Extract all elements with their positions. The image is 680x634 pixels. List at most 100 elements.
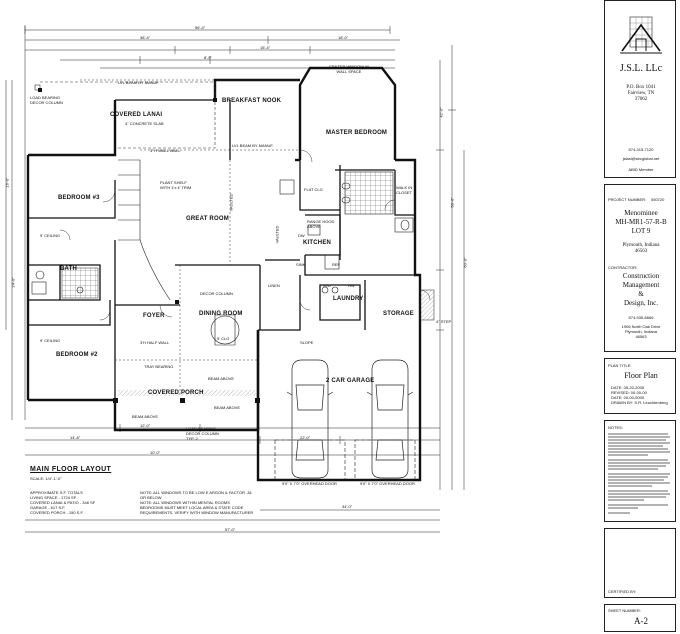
dim-2: 38'-4" (140, 35, 151, 40)
master-bath-tile (344, 171, 394, 215)
label-step: 4" STEP (436, 319, 452, 324)
contractor-name-2: & (638, 290, 644, 298)
dim-3: 18'-0" (338, 35, 349, 40)
label-beam-above-1: BEAM ABOVE (214, 405, 241, 410)
lanai-outline (34, 81, 216, 149)
notes-text-block (608, 433, 670, 514)
label-plant-shelf: PLANT SHELF WITH 1'x 4' TRIM (160, 180, 192, 190)
project-number: 050720 (651, 197, 665, 202)
general-note-0: NOTE: ALL WINDOWS TO BE LOW E ARGON & FA… (140, 490, 252, 495)
sheet-number-label: SHEET NUMBER: (608, 608, 641, 613)
room-great-room: GREAT ROOM (186, 216, 229, 222)
project-location-1: 46563 (634, 249, 648, 254)
bath-tile (61, 267, 99, 299)
contractor-name-0: Construction (622, 272, 660, 280)
dim-14: 24'-0" (10, 277, 16, 288)
room-bedroom-2: BEDROOM #2 (56, 352, 98, 358)
project-name: Menominee MH-MR1-57-R-B LOT 9 (605, 209, 677, 236)
contractor-name-1: Management (622, 281, 660, 289)
stair-rail (118, 159, 171, 301)
room-bedroom-3: BEDROOM #3 (58, 195, 100, 201)
company-address: P.O. Box 1041 Fairview, TN 37062 (605, 85, 677, 103)
area-note-0: APPROXIMATE S.F. TOTALS (30, 490, 83, 495)
room-foyer: FOYER (143, 313, 165, 319)
label-wd: W/D (323, 283, 331, 288)
plan-date-0: DATE: 05-20-2005 (611, 385, 645, 390)
dim-10: 14'-8" (70, 435, 81, 440)
storage-hatch (419, 289, 435, 321)
project-location: Plymouth, Indiana 46563 (605, 243, 677, 255)
general-note-1: OR BELOW (140, 495, 162, 500)
dim-9: 12'-0" (140, 423, 151, 428)
label-flat-clg: FLAT CLG (304, 187, 323, 192)
porch-hatch (118, 390, 256, 396)
area-note-1: LIVING SPACE - 1724 SF (30, 495, 77, 500)
contractor-name-3: Design, Inc. (623, 299, 659, 307)
project-name-2: LOT 9 (631, 227, 651, 235)
contractor-label: CONTRACTOR: (608, 265, 638, 270)
plan-title-value: Floor Plan (624, 371, 658, 380)
label-vaulted-1: VAULTED (228, 193, 234, 212)
plan-title-label: PLAN TITLE: (608, 363, 632, 368)
plan-date-1: REVISED: 00-00-00 (611, 390, 647, 395)
fixtures (31, 179, 414, 346)
company-member: ABID Member (628, 167, 654, 172)
label-decor-col: DECOR COLUMN (200, 291, 233, 296)
plan-date-2: DATE: 00-00-0000 (611, 395, 645, 400)
dim-11: 22'-0" (300, 435, 311, 440)
car-right-icon (366, 359, 414, 479)
company-phone: 574-315-7120 (628, 147, 654, 152)
dim-8: 34'-0" (342, 504, 353, 509)
project-number-label: PROJECT NUMBER: (608, 197, 647, 202)
company-email: jslasl@sbcglobal.net (622, 156, 660, 161)
room-breakfast-nook: BREAKFAST NOOK (222, 98, 282, 104)
beam-lines (80, 79, 300, 395)
contractor-address-2: 46563 (635, 334, 647, 339)
company-logo-icon (620, 16, 662, 54)
company-address-1: Fairview, TN (627, 91, 655, 96)
contractor-phone: 574-935-6666 (628, 315, 654, 320)
room-master-bedroom: MASTER BEDROOM (326, 130, 388, 136)
label-range-hood: RANGE HOOD ABOVE (307, 219, 335, 229)
dim-12: 57'-0" (225, 527, 236, 532)
dimension-ticks (24, 26, 456, 444)
contractor-address-1: Plymouth, Indiana (624, 329, 658, 334)
company-address-2: 37062 (634, 97, 648, 102)
dim-15: 8'-0" (204, 55, 212, 60)
project-box: PROJECT NUMBER: 050720 Menominee MH-MR1-… (604, 184, 676, 352)
label-linen: LINEN (268, 283, 280, 288)
label-overhead-door-right: 9'0" X 7'0" OVERHEAD DOOR (360, 481, 415, 486)
area-notes: APPROXIMATE S.F. TOTALS LIVING SPACE - 1… (30, 490, 95, 515)
plan-scale: SCALE: 1/4"-1'-0" (30, 476, 62, 481)
room-2-car-garage: 2 CAR GARAGE (326, 378, 375, 384)
notes-label: NOTES: (608, 425, 623, 430)
company-box: J.S.L. LLc P.O. Box 1041 Fairview, TN 37… (604, 0, 676, 178)
label-lvl-beam-top: LVL BEAM BY MANUF. (118, 80, 160, 85)
label-ceiling-2: 9' CEILING (40, 338, 61, 343)
sheet-number: A-2 (634, 616, 648, 626)
plan-dates: DATE: 05-20-2005 REVISED: 00-00-00 DATE:… (611, 385, 668, 405)
label-deco-typ: LOAD BEARING DECOR COLUMN TYP. 2 (186, 426, 219, 441)
label-lvl-beam-mid: LVL BEAM BY MANUF. (232, 143, 274, 148)
room-dining-room: DINING ROOM (199, 311, 243, 317)
contractor-name: Construction Management & Design, Inc. (605, 272, 677, 308)
title-block: J.S.L. LLc P.O. Box 1041 Fairview, TN 37… (604, 0, 678, 632)
room-covered-lanai: COVERED LANAI (110, 112, 163, 118)
plan-title: MAIN FLOOR LAYOUT (30, 466, 112, 473)
label-half-wall: 3' H WALL WALL (150, 148, 181, 153)
label-clg: 9' CLG (217, 336, 230, 341)
project-location-0: Plymouth, Indiana (622, 243, 660, 248)
area-note-2: COVERED LANAI & PATIO - 346 SF (30, 500, 96, 505)
label-overhead-door-left: 9'0" X 7'0" OVERHEAD DOOR (282, 481, 337, 486)
notes-box: NOTES: (604, 420, 676, 522)
label-load-bearing: LOAD BEARING DECOR COLUMN (30, 95, 63, 105)
contractor-address: 1906 North Oak Drive Plymouth, Indiana 4… (605, 324, 677, 339)
dim-16: 10'-0" (150, 450, 161, 455)
label-half-wall-2: 3'H HALF WALL (140, 340, 170, 345)
room-bath: BATH (60, 266, 78, 272)
floor-plan-drawing (5, 25, 465, 533)
room-covered-porch: COVERED PORCH (148, 390, 204, 396)
area-note-4: COVERED PORCH - 150 S.F. (30, 510, 84, 515)
car-left-icon (286, 359, 334, 479)
dim-7: 60'-0" (462, 257, 468, 268)
